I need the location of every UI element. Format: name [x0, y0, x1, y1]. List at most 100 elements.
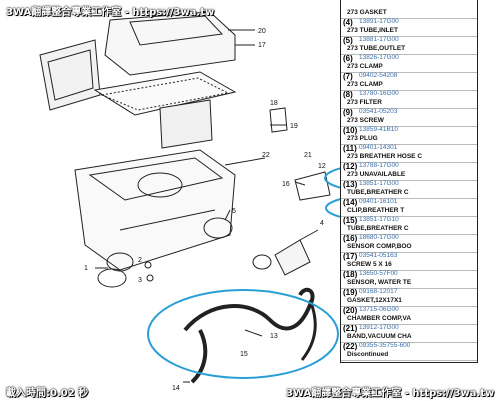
part-description: 273 CLAMP — [347, 63, 383, 70]
part-code-link[interactable]: 09168-12017 — [359, 288, 398, 295]
callout-label: 19 — [290, 123, 298, 130]
part-number-index: (9) — [343, 108, 353, 117]
highlight-hoses — [147, 289, 339, 379]
part-code-link[interactable]: 13826-17G00 — [359, 54, 399, 61]
parts-row: (5) 13881-17G00 273 TUBE,OUTLET — [341, 36, 477, 55]
part-code-link[interactable]: 03541-05203 — [359, 108, 398, 115]
part-code-link[interactable]: 13859-41B10 — [359, 126, 399, 133]
part-description: 273 CLAMP — [347, 81, 383, 88]
callout-label: 22 — [262, 152, 270, 159]
part-description: 273 BREATHER HOSE C — [347, 153, 423, 160]
callout-label: 12 — [318, 163, 326, 170]
part-description: 273 TUBE,INLET — [347, 27, 398, 34]
part-code-link[interactable]: 13912-17G00 — [359, 324, 399, 331]
part-code-link[interactable]: 09355-35755-600 — [359, 342, 411, 349]
part-description: GASKET,12X17X1 — [347, 297, 402, 304]
parts-row: (7) 09402-54208 273 CLAMP — [341, 72, 477, 91]
part-description: SENSOR COMP,BOO — [347, 243, 412, 250]
part-description: SCREW 5 X 16 — [347, 261, 392, 268]
part-number-index: (19) — [343, 288, 358, 297]
watermark-bottom: 3WA翻譯整合專業工作室 - https://3wa.tw — [286, 388, 495, 399]
part-code-link[interactable]: 13851-17G00 — [359, 180, 399, 187]
part-description: BAND,VACUUM CHA — [347, 333, 412, 340]
bracket — [294, 171, 331, 201]
part-code-link[interactable]: 13650-57F00 — [359, 270, 398, 277]
part-code-link[interactable]: 13788-17G00 — [359, 162, 399, 169]
part-number-index: (5) — [343, 36, 353, 45]
part-code-link[interactable]: 13891-17G00 — [359, 18, 399, 25]
part-code-link[interactable]: 03541-05163 — [359, 252, 398, 259]
part-code-link[interactable]: 09401-14301 — [359, 144, 398, 151]
part-number-index: (4) — [343, 18, 353, 27]
part-description: 273 UNAVAILABLE — [347, 171, 406, 178]
part-code-link[interactable]: 09401-16101 — [359, 198, 398, 205]
part-description: 273 GASKET — [347, 9, 387, 16]
part-description: Discontinued — [347, 351, 389, 358]
intake-duct-shape — [39, 39, 101, 111]
part-code-link[interactable]: 18680-17G00 — [359, 234, 399, 241]
part-description: 273 PLUG — [347, 135, 378, 142]
breather-hose-13 — [183, 287, 315, 332]
part-number-index: (8) — [343, 90, 353, 99]
parts-row: (6) 13826-17G00 273 CLAMP — [341, 54, 477, 73]
part-number-index: (16) — [343, 234, 358, 243]
callout-label: 17 — [258, 42, 266, 49]
parts-row: (9) 03541-05203 273 SCREW — [341, 108, 477, 127]
callout-label: 16 — [282, 181, 290, 188]
part-number-index: (22) — [343, 342, 358, 351]
callout-label: 3 — [138, 277, 142, 284]
callout-label: 14 — [172, 385, 180, 392]
part-code-link[interactable]: 13851-17G10 — [359, 216, 399, 223]
callout-label: 15 — [240, 351, 248, 358]
part-number-index: (10) — [343, 126, 358, 135]
parts-row: (10)13859-41B10 273 PLUG — [341, 126, 477, 145]
part-description: SENSOR, WATER TE — [347, 279, 412, 286]
load-time-text: 載入時間:0.02 秒 — [6, 388, 89, 399]
part-number-index: (20) — [343, 306, 358, 315]
part-description: 273 SCREW — [347, 117, 384, 124]
part-number-index: (14) — [343, 198, 358, 207]
callout-label: 1 — [84, 265, 88, 272]
part-number-index: (15) — [343, 216, 358, 225]
sensor-body — [274, 239, 311, 276]
callout-label: 20 — [258, 28, 266, 35]
callout-label: 18 — [270, 100, 278, 107]
part-number-index: (21) — [343, 324, 358, 333]
part-code-link[interactable]: 09402-54208 — [359, 72, 398, 79]
intake-clamp — [203, 217, 233, 239]
airbox-cover-top — [129, 15, 224, 46]
part-description: 273 TUBE,OUTLET — [347, 45, 406, 52]
part-number-index: (13) — [343, 180, 358, 189]
drain-plug — [269, 107, 288, 133]
filter-sponge — [159, 99, 213, 149]
parts-row: (4) 13891-17G00 273 TUBE,INLET — [341, 18, 477, 37]
part-code-link[interactable]: 13715-06G00 — [359, 306, 399, 313]
part-number-index: (7) — [343, 72, 353, 81]
part-code-link[interactable]: 13881-17G00 — [359, 36, 399, 43]
part-description: TUBE,BREATHER C — [347, 225, 409, 232]
airbox-lower — [74, 149, 236, 271]
parts-row: 273 GASKET — [341, 0, 477, 19]
callout-label: 4 — [320, 220, 324, 227]
part-number-index: (6) — [343, 54, 353, 63]
part-number-index: (12) — [343, 162, 358, 171]
callout-label: 21 — [304, 152, 312, 159]
part-description: CLIP,BREATHER T — [347, 207, 405, 214]
callout-label: 5 — [232, 208, 236, 215]
callout-label: 13 — [270, 333, 278, 340]
part-code-link[interactable]: 13780-16G00 — [359, 90, 399, 97]
callout-label: 2 — [138, 257, 142, 264]
